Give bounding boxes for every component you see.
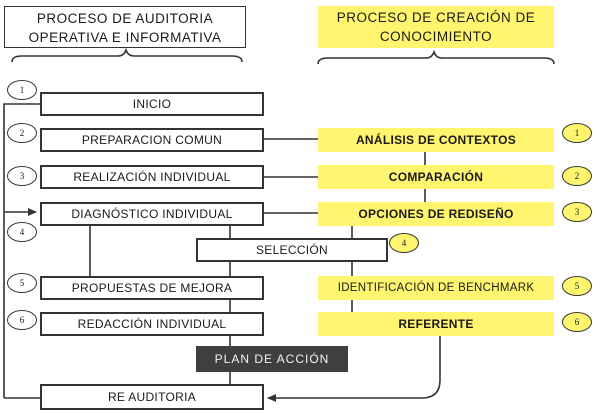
step-label: COMPARACIÓN [388,170,484,184]
badge-left-3: 3 [7,166,37,186]
header-line: PROCESO DE CREACIÓN DE [336,10,536,25]
step-label: REDACCIÓN INDIVIDUAL [77,317,227,331]
step-realizacion: REALIZACIÓN INDIVIDUAL [40,165,264,189]
badge-seleccion: 4 [389,233,419,253]
step-label: INICIO [132,97,172,111]
step-label: REALIZACIÓN INDIVIDUAL [73,170,231,184]
step-label: REFERENTE [398,317,474,331]
header-knowledge-process: PROCESO DE CREACIÓN DE CONOCIMIENTO [318,6,554,48]
step-label: DIAGNÓSTICO INDIVIDUAL [71,207,233,221]
badge-left-2: 2 [7,123,37,143]
header-line: OPERATIVA E INFORMATIVA [28,30,222,45]
step-referente: REFERENTE [318,312,554,336]
header-line: PROCESO DE AUDITORIA [36,11,214,26]
badge-left-4: 4 [7,222,37,242]
header-audit-process: PROCESO DE AUDITORIA OPERATIVA E INFORMA… [4,6,246,48]
step-preparacion: PREPARACION COMUN [40,128,264,152]
badge-right-3: 3 [562,202,592,222]
badge-right-6: 6 [562,312,592,332]
badge-right-2: 2 [562,166,592,186]
step-inicio: INICIO [40,92,264,116]
badge-right-5: 5 [562,276,592,296]
return-arrow [267,336,441,402]
step-plan-de-accion: PLAN DE ACCIÓN [196,346,348,372]
header-line: CONOCIMIENTO [379,29,493,44]
step-label: ANÁLISIS DE CONTEXTOS [355,133,517,147]
step-opciones-rediseno: OPCIONES DE REDISEÑO [318,202,554,226]
badge-left-6: 6 [7,310,37,330]
step-re-auditoria: RE AUDITORIA [40,384,264,410]
right-brace [317,49,555,65]
step-label: RE AUDITORIA [107,390,197,404]
step-label: IDENTIFICACIÓN DE BENCHMARK [337,282,535,294]
step-benchmark: IDENTIFICACIÓN DE BENCHMARK [318,276,554,300]
left-brace [11,47,243,63]
step-seleccion: SELECCIÓN [196,238,388,262]
step-diagnostico: DIAGNÓSTICO INDIVIDUAL [40,202,264,226]
badge-left-5: 5 [7,273,37,293]
step-label: SELECCIÓN [255,243,329,257]
step-propuestas: PROPUESTAS DE MEJORA [40,276,264,300]
step-label: OPCIONES DE REDISEÑO [358,207,514,221]
badge-right-1: 1 [562,123,592,143]
step-comparacion: COMPARACIÓN [318,165,554,189]
step-label: PROPUESTAS DE MEJORA [71,281,233,295]
step-label: PLAN DE ACCIÓN [214,352,330,366]
step-label: PREPARACION COMUN [81,133,223,147]
step-redaccion: REDACCIÓN INDIVIDUAL [40,312,264,336]
step-analisis-contextos: ANÁLISIS DE CONTEXTOS [318,128,554,152]
badge-left-1: 1 [7,80,37,100]
